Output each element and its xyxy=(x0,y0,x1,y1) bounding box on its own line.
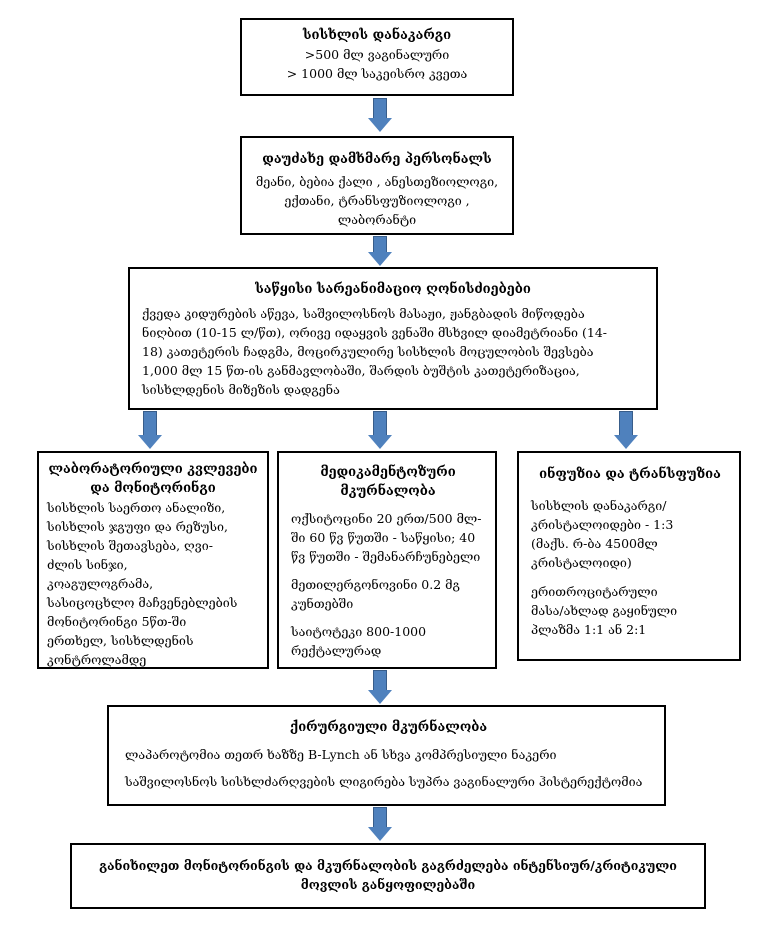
oxytocin-line-3: წვ წუთში - შემანარჩუნებელი xyxy=(291,549,481,564)
rbc-plasma-line-3: პლაზმა 1:1 ან 2:1 xyxy=(531,622,647,637)
icu-consideration-title-2: მოვლის განყოფილებაში xyxy=(300,877,476,892)
arrow-down-to-surgery xyxy=(368,670,392,704)
lab-item-5: კოაგულოგრამა, xyxy=(47,576,154,591)
crystalloid-line-3: (მაქს. რ-ბა 4500მლ xyxy=(531,536,658,551)
blood-loss-title: სისხლის დანაკარგი xyxy=(302,28,452,43)
lab-item-8: ერთხელ, სისხლდენის xyxy=(47,633,194,648)
oxytocin-line-1: ოქსიტოცინი 20 ერთ/500 მლ- xyxy=(291,511,482,526)
lab-item-6: სასიცოცხლო მაჩვენებლების xyxy=(47,595,238,610)
methylergonovine-line-2: კუნთებში xyxy=(291,596,354,611)
arrow-down-1 xyxy=(368,98,392,132)
medication-title-2: მკურნალობა xyxy=(340,484,436,499)
rbc-plasma-line-2: მასა/ახლად გაყინული xyxy=(531,603,678,618)
laparotomy-line: ლაპაროტომია თეთრ ხაზზე B-Lynch ან სხვა კ… xyxy=(125,747,557,762)
arrow-down-to-infusion xyxy=(614,411,638,449)
cytotec-line-2: რექტალურად xyxy=(291,643,382,658)
arrow-down-2 xyxy=(368,236,392,266)
icu-consideration-box: განიხილეთ მონიტორინგის და მკურნალობის გა… xyxy=(70,843,706,909)
lab-item-1: სისხლის საერთო ანალიზი, xyxy=(47,500,226,515)
lab-item-4: ძლის სინჯი, xyxy=(47,557,128,572)
arrow-down-to-lab xyxy=(138,411,162,449)
surgical-treatment-title: ქირურგიული მკურნალობა xyxy=(289,720,488,735)
lab-item-2: სისხლის ჯგუფი და რეზუსი, xyxy=(47,519,228,534)
blood-loss-vaginal: >500 მლ ვაგინალური xyxy=(304,47,450,62)
resuscitation-line-4: 1,000 მლ 15 წთ-ის განმავლობაში, შარდის ბ… xyxy=(142,363,580,378)
blood-loss-cesarean: > 1000 მლ საკეისრო კვეთა xyxy=(286,66,468,81)
rbc-plasma-line-1: ერითროციტარული xyxy=(531,584,658,599)
lab-monitoring-box: ლაბორატორიული კვლევები და მონიტორინგი სი… xyxy=(37,451,269,669)
arrow-down-to-medication xyxy=(368,411,392,449)
call-staff-line-1: მეანი, ბებია ქალი , ანესთეზიოლოგი, xyxy=(255,174,499,189)
resuscitation-line-2: ნიღბით (10-15 ლ/წთ), ორივე იდაყვის ვენაშ… xyxy=(142,325,608,340)
lab-monitoring-title-1: ლაბორატორიული კვლევები xyxy=(48,462,258,477)
cytotec-line-1: საიტოტეკი 800-1000 xyxy=(291,624,427,639)
call-staff-box: დაუძახე დამხმარე პერსონალს მეანი, ბებია … xyxy=(240,136,514,235)
call-staff-line-3: ლაბორანტი xyxy=(337,212,417,227)
lab-monitoring-title-2: და მონიტორინგი xyxy=(90,481,216,496)
crystalloid-line-4: კრისტალოიდი) xyxy=(531,555,632,570)
initial-resuscitation-box: საწყისი სარეანიმაციო ღონისძიებები ქვედა … xyxy=(128,267,658,410)
lab-item-9: კონტროლამდე xyxy=(47,652,147,667)
arrow-down-to-icu xyxy=(368,807,392,841)
resuscitation-line-3: 18) კათეტერის ჩადგმა, მოცირკულირე სისხლი… xyxy=(142,344,594,359)
initial-resuscitation-title: საწყისი სარეანიმაციო ღონისძიებები xyxy=(255,282,531,297)
resuscitation-line-5: სისხლდენის მიზეზის დადგენა xyxy=(142,382,340,397)
oxytocin-line-2: ში 60 წვ წუთში - საწყისი; 40 xyxy=(291,530,476,545)
medication-box: მედიკამენტოზური მკურნალობა ოქსიტოცინი 20… xyxy=(277,451,497,669)
call-staff-title: დაუძახე დამხმარე პერსონალს xyxy=(262,152,492,167)
icu-consideration-title-1: განიხილეთ მონიტორინგის და მკურნალობის გა… xyxy=(99,858,677,873)
lab-item-7: მონიტორინგი 5წთ-ში xyxy=(47,614,187,629)
resuscitation-line-1: ქვედა კიდურების აწევა, საშვილოსნოს მასაჟ… xyxy=(142,306,585,321)
infusion-transfusion-box: ინფუზია და ტრანსფუზია სისხლის დანაკარგი/… xyxy=(517,451,741,661)
lab-item-3: სისხლის შეთავსება, ღვი- xyxy=(47,538,213,553)
infusion-transfusion-title: ინფუზია და ტრანსფუზია xyxy=(539,467,721,482)
medication-title-1: მედიკამენტოზური xyxy=(320,465,456,480)
ligation-hysterectomy-line: საშვილოსნოს სისხლძარღვების ლიგირება სუპრ… xyxy=(125,774,643,789)
call-staff-line-2: ექთანი, ტრანსფუზიოლოგი , xyxy=(284,193,470,208)
methylergonovine-line-1: მეთილერგონოვინი 0.2 მგ xyxy=(291,577,460,592)
crystalloid-line-2: კრისტალოიდები - 1:3 xyxy=(531,517,674,532)
crystalloid-line-1: სისხლის დანაკარგი/ xyxy=(531,498,667,513)
surgical-treatment-box: ქირურგიული მკურნალობა ლაპაროტომია თეთრ ხ… xyxy=(107,705,666,806)
blood-loss-box: სისხლის დანაკარგი >500 მლ ვაგინალური > 1… xyxy=(240,18,514,96)
